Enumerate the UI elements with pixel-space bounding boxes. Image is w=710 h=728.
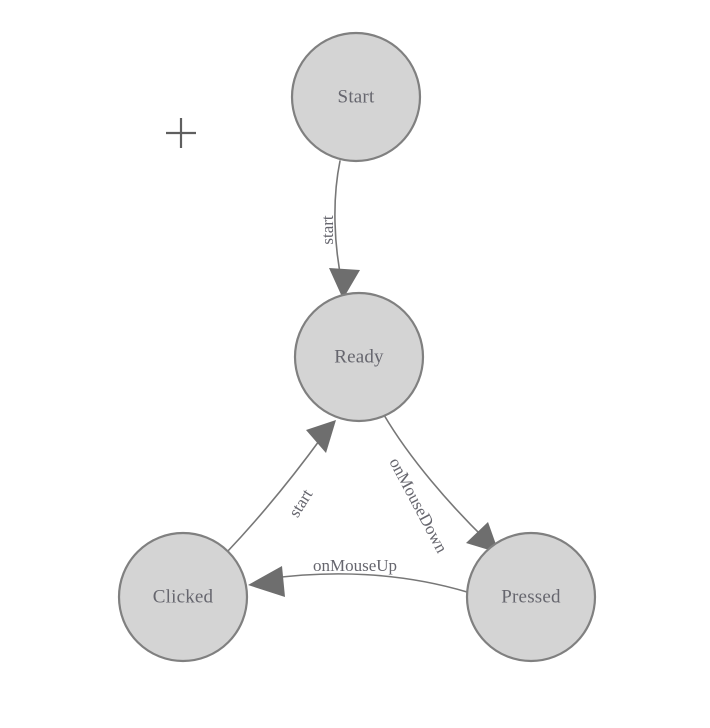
node-start[interactable]: Start bbox=[290, 31, 422, 163]
arrowhead-into-ready-top bbox=[329, 268, 360, 299]
node-start-label: Start bbox=[338, 86, 375, 107]
edge-label-pressed-to-clicked: onMouseUp bbox=[313, 556, 397, 575]
edge-clicked-to-ready-path bbox=[226, 436, 323, 553]
edge-clicked-to-ready[interactable]: start bbox=[226, 420, 336, 553]
node-ready[interactable]: Ready bbox=[293, 291, 425, 423]
node-ready-label: Ready bbox=[334, 346, 384, 367]
node-pressed[interactable]: Pressed bbox=[465, 531, 597, 663]
crosshair-icon[interactable] bbox=[166, 118, 196, 148]
node-clicked-label: Clicked bbox=[153, 586, 214, 607]
edge-pressed-to-clicked-path bbox=[265, 573, 468, 593]
arrowhead-into-pressed bbox=[466, 522, 499, 553]
node-clicked[interactable]: Clicked bbox=[117, 531, 249, 663]
node-pressed-circle bbox=[465, 531, 597, 663]
arrowhead-into-ready-bottom bbox=[306, 420, 336, 453]
node-pressed-label: Pressed bbox=[501, 586, 561, 607]
edge-ready-to-pressed[interactable]: onMouseDown bbox=[383, 414, 499, 557]
edge-ready-to-pressed-path bbox=[383, 414, 488, 542]
edge-label-ready-to-pressed: onMouseDown bbox=[385, 455, 451, 557]
edge-label-clicked-to-ready: start bbox=[285, 485, 317, 520]
edge-label-start-to-ready: start bbox=[318, 215, 337, 245]
edge-pressed-to-clicked[interactable]: onMouseUp bbox=[248, 556, 468, 597]
node-ready-circle bbox=[293, 291, 425, 423]
arrowhead-into-clicked bbox=[248, 566, 285, 597]
node-clicked-circle bbox=[117, 531, 249, 663]
node-start-circle bbox=[290, 31, 422, 163]
edge-start-to-ready[interactable]: start bbox=[318, 160, 360, 299]
